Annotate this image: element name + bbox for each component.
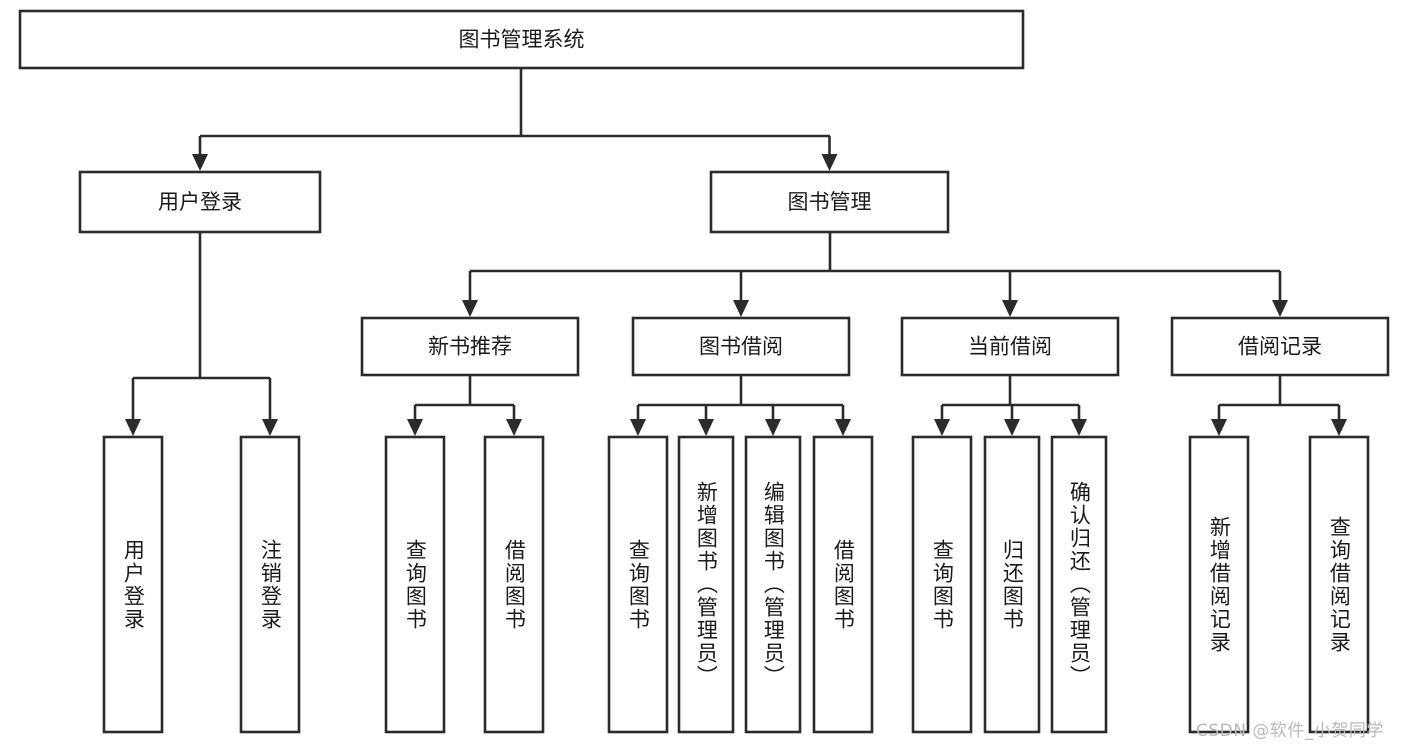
edge-to-leaf-add-record-head: [1211, 419, 1227, 436]
edge-to-leaf-query-record-head: [1331, 419, 1347, 436]
node-box-layer: [18, 9, 1390, 734]
node-box-leaf-query-record[interactable]: [1308, 435, 1370, 734]
node-box-leaf-borrow-book-2[interactable]: [812, 435, 874, 734]
edge-to-book-manage-head: [821, 154, 838, 171]
node-box-leaf-borrow-book-1[interactable]: [483, 435, 545, 734]
node-box-new-book-recommend[interactable]: [360, 316, 580, 377]
edge-to-leaf-borrow-book-1-head: [506, 419, 522, 436]
edge-to-leaf-query-book-2-head: [630, 419, 646, 436]
node-box-book-manage[interactable]: [709, 170, 950, 234]
edge-to-leaf-user-login-head: [125, 419, 141, 436]
node-box-user-login[interactable]: [78, 170, 322, 234]
edge-to-leaf-borrow-book-2-head: [835, 419, 851, 436]
edge-to-current-borrow-head: [1002, 300, 1018, 317]
connector-layer: [125, 68, 1347, 436]
node-label-current-borrow: 当前借阅: [968, 335, 1052, 359]
node-box-leaf-query-book-2[interactable]: [607, 435, 669, 734]
node-box-leaf-query-book-1[interactable]: [384, 435, 446, 734]
node-label-book-manage: 图书管理: [788, 190, 872, 214]
edge-to-leaf-logout-head: [262, 419, 278, 436]
edge-to-leaf-query-book-3-head: [934, 419, 950, 436]
node-box-borrow-record[interactable]: [1170, 316, 1390, 377]
node-label-root: 图书管理系统: [459, 28, 585, 52]
node-box-leaf-confirm-return[interactable]: [1050, 435, 1108, 734]
edge-to-leaf-confirm-return-head: [1071, 419, 1087, 436]
edge-to-new-book-recommend-head: [462, 300, 478, 317]
node-box-leaf-add-record[interactable]: [1188, 435, 1250, 734]
node-box-leaf-user-login[interactable]: [102, 435, 164, 734]
node-label-new-book-recommend: 新书推荐: [428, 335, 512, 359]
edge-to-book-borrow-head: [733, 300, 749, 317]
edge-to-user-login-head: [192, 154, 208, 171]
node-box-leaf-return-book[interactable]: [983, 435, 1041, 734]
csdn-watermark: CSDN @软件_小贺同学: [1196, 721, 1384, 741]
node-box-current-borrow[interactable]: [900, 316, 1120, 377]
node-label-borrow-record: 借阅记录: [1238, 335, 1322, 359]
edge-to-leaf-add-book-head: [698, 419, 714, 436]
edge-to-borrow-record-head: [1272, 300, 1288, 317]
node-box-leaf-logout[interactable]: [239, 435, 301, 734]
edge-to-leaf-query-book-1-head: [407, 419, 423, 436]
node-label-user-login: 用户登录: [158, 190, 242, 214]
node-box-leaf-edit-book[interactable]: [744, 435, 802, 734]
edge-to-leaf-edit-book-head: [765, 419, 781, 436]
node-box-book-borrow[interactable]: [631, 316, 851, 377]
edge-to-leaf-return-book-head: [1004, 419, 1020, 436]
node-box-root[interactable]: [18, 9, 1025, 70]
node-box-leaf-query-book-3[interactable]: [911, 435, 973, 734]
node-label-book-borrow: 图书借阅: [699, 335, 783, 359]
node-box-leaf-add-book[interactable]: [677, 435, 735, 734]
